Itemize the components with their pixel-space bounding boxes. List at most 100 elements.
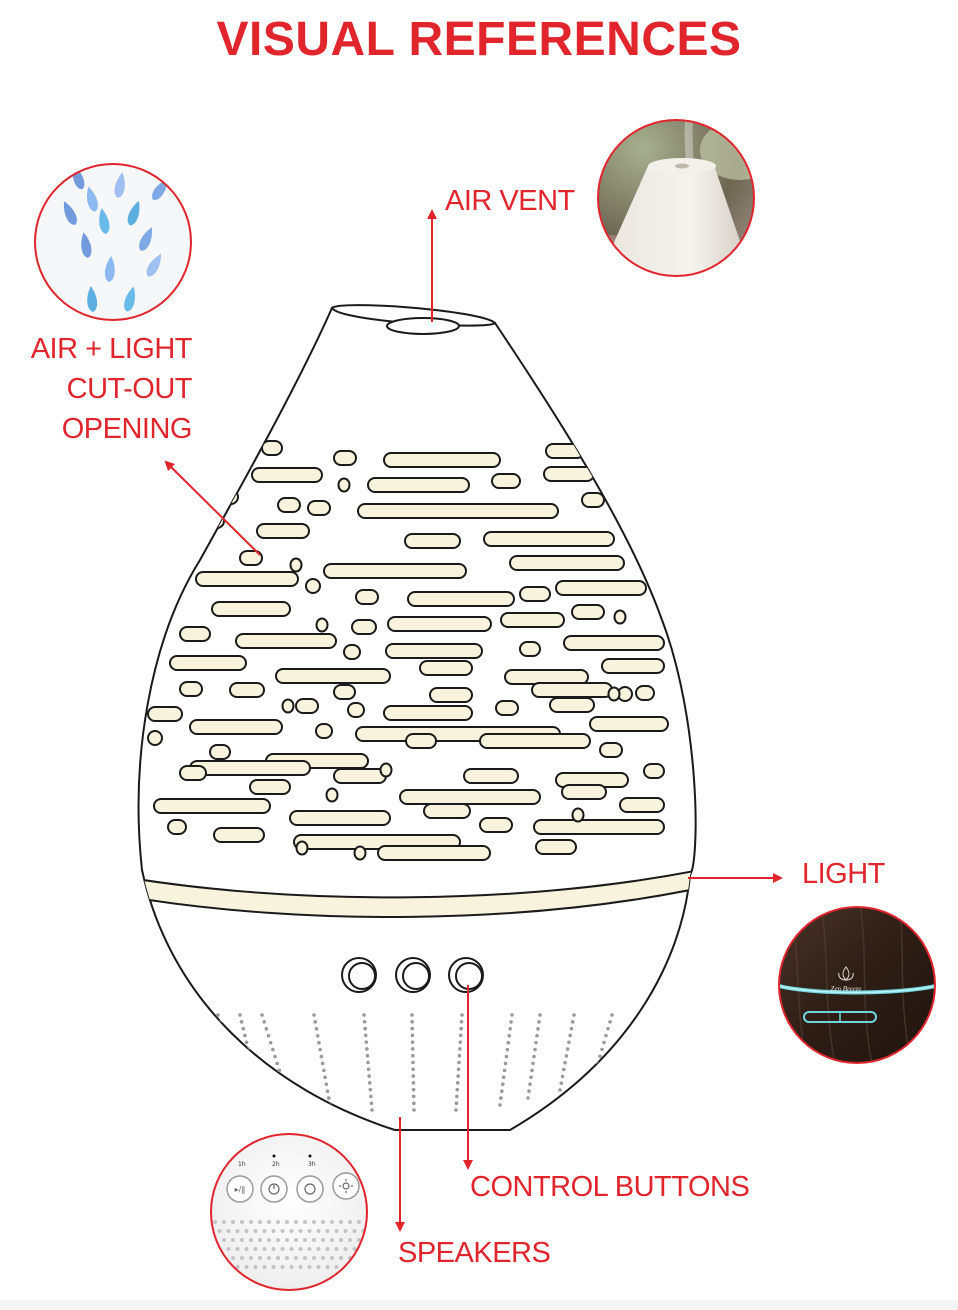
play-pause-icon: ▸/‖ bbox=[235, 1185, 246, 1194]
speaker-hole bbox=[248, 1054, 252, 1058]
speaker-hole bbox=[266, 1033, 271, 1038]
speaker-hole bbox=[500, 1082, 505, 1087]
cutout-slot bbox=[399, 789, 541, 805]
speaker-hole bbox=[608, 1020, 612, 1024]
cutout-dot bbox=[325, 787, 339, 803]
speaker-hole-photo bbox=[289, 1265, 294, 1269]
cutout-slot bbox=[463, 768, 519, 784]
speaker-hole bbox=[325, 1089, 330, 1093]
speaker-hole-photo bbox=[334, 1265, 339, 1269]
cutout-slot bbox=[305, 578, 321, 594]
speaker-hole bbox=[318, 1047, 322, 1052]
water-drop-icon bbox=[81, 232, 92, 258]
cutout-slot bbox=[479, 817, 513, 833]
cutout-slot bbox=[251, 467, 323, 483]
air-vent-label: AIR VENT bbox=[445, 185, 575, 217]
bottom-strip bbox=[0, 1300, 958, 1310]
speaker-hole bbox=[527, 1089, 531, 1093]
speaker-hole bbox=[456, 1074, 460, 1078]
speaker-hole bbox=[598, 1054, 602, 1059]
water-drop-icon bbox=[63, 201, 77, 225]
speaker-hole bbox=[564, 1054, 569, 1058]
cutout-pattern bbox=[138, 440, 696, 1112]
cutout-slot bbox=[167, 819, 187, 835]
diffuser-body bbox=[137, 304, 697, 1131]
speaker-hole-photo bbox=[267, 1220, 271, 1224]
speaker-hole bbox=[457, 1053, 462, 1058]
cutout-slot bbox=[543, 466, 595, 482]
cutout-slot bbox=[169, 655, 247, 671]
speaker-hole-photo bbox=[213, 1220, 217, 1224]
speaker-hole-photo bbox=[289, 1247, 294, 1251]
speaker-hole bbox=[251, 1067, 255, 1072]
cutout-slot bbox=[619, 797, 665, 813]
speaker-hole-photo bbox=[226, 1265, 231, 1269]
cutout-slot bbox=[351, 619, 377, 635]
control-button-1[interactable] bbox=[341, 957, 377, 993]
speaker-hole bbox=[531, 1061, 535, 1066]
cutout-slot bbox=[213, 827, 265, 843]
cutout-dot bbox=[607, 686, 621, 702]
speaker-hole-photo bbox=[294, 1238, 298, 1242]
speaker-hole bbox=[504, 1054, 509, 1059]
cutout-slot bbox=[405, 733, 437, 749]
water-drop-icon bbox=[127, 200, 140, 226]
cutout-slot bbox=[549, 697, 595, 713]
speaker-hole bbox=[315, 1033, 320, 1038]
cutout-slot bbox=[533, 819, 665, 835]
speaker-hole bbox=[252, 1074, 257, 1079]
lotus-logo-icon bbox=[838, 966, 854, 981]
timer-icon bbox=[268, 1183, 280, 1195]
speaker-hole bbox=[410, 1047, 415, 1051]
speaker-hole-photo bbox=[262, 1265, 267, 1269]
speaker-hole-photo bbox=[231, 1256, 235, 1260]
speaker-hole bbox=[256, 1088, 260, 1092]
speaker-hole bbox=[324, 1082, 329, 1087]
speaker-hole-photo bbox=[357, 1256, 361, 1260]
speaker-hole bbox=[455, 1087, 460, 1092]
speaker-hole-photo bbox=[258, 1256, 262, 1260]
speaker-hole-photo bbox=[280, 1265, 285, 1269]
page-title: VISUAL REFERENCES bbox=[216, 13, 742, 66]
cutout-slot bbox=[519, 641, 541, 657]
speaker-hole bbox=[249, 1060, 254, 1065]
speaker-hole-photo bbox=[312, 1238, 316, 1242]
cutout-slot bbox=[377, 845, 491, 861]
control-button-3[interactable] bbox=[448, 957, 484, 993]
speaker-hole bbox=[412, 1101, 416, 1106]
speaker-hole-photo bbox=[312, 1220, 316, 1224]
speaker-hole-photo bbox=[235, 1265, 240, 1269]
speaker-hole-photo bbox=[258, 1220, 262, 1224]
control-button-2[interactable] bbox=[395, 957, 431, 993]
cutout-dot bbox=[571, 807, 585, 823]
speaker-hole-photo bbox=[343, 1229, 348, 1233]
speaker-hole-photo bbox=[325, 1247, 330, 1251]
speaker-hole-photo bbox=[339, 1256, 343, 1260]
speaker-hole bbox=[412, 1108, 416, 1112]
cutout-slot bbox=[333, 450, 357, 466]
dark-wood-diffuser-led-photo: Zen Breeze bbox=[778, 906, 936, 1064]
speaker-hole-photo bbox=[258, 1238, 262, 1242]
cutout-slot bbox=[343, 644, 361, 660]
speaker-hole-photo bbox=[285, 1256, 289, 1260]
cutout-slot bbox=[189, 719, 283, 735]
light-sun-icon bbox=[339, 1179, 353, 1193]
cutout-slot bbox=[333, 768, 387, 784]
speaker-hole-photo bbox=[366, 1238, 367, 1242]
svg-text:1h: 1h bbox=[238, 1161, 246, 1168]
speaker-hole bbox=[284, 1089, 288, 1093]
control-buttons bbox=[341, 957, 484, 993]
speaker-hole-photo bbox=[235, 1229, 240, 1233]
control-panel-speaker-photo: 1h 2h 3h ▸/‖ bbox=[210, 1133, 368, 1291]
water-drop-icon bbox=[114, 172, 125, 198]
speaker-hole-photo bbox=[312, 1256, 316, 1260]
cutout-slot bbox=[277, 497, 301, 513]
speaker-hole bbox=[498, 1103, 502, 1107]
speaker-hole-photo bbox=[222, 1238, 226, 1242]
speaker-hole bbox=[508, 1027, 512, 1031]
speaker-hole-photo bbox=[249, 1220, 253, 1224]
speaker-hole bbox=[538, 1013, 542, 1017]
speaker-hole bbox=[286, 1096, 290, 1100]
cutout-slot bbox=[295, 698, 319, 714]
